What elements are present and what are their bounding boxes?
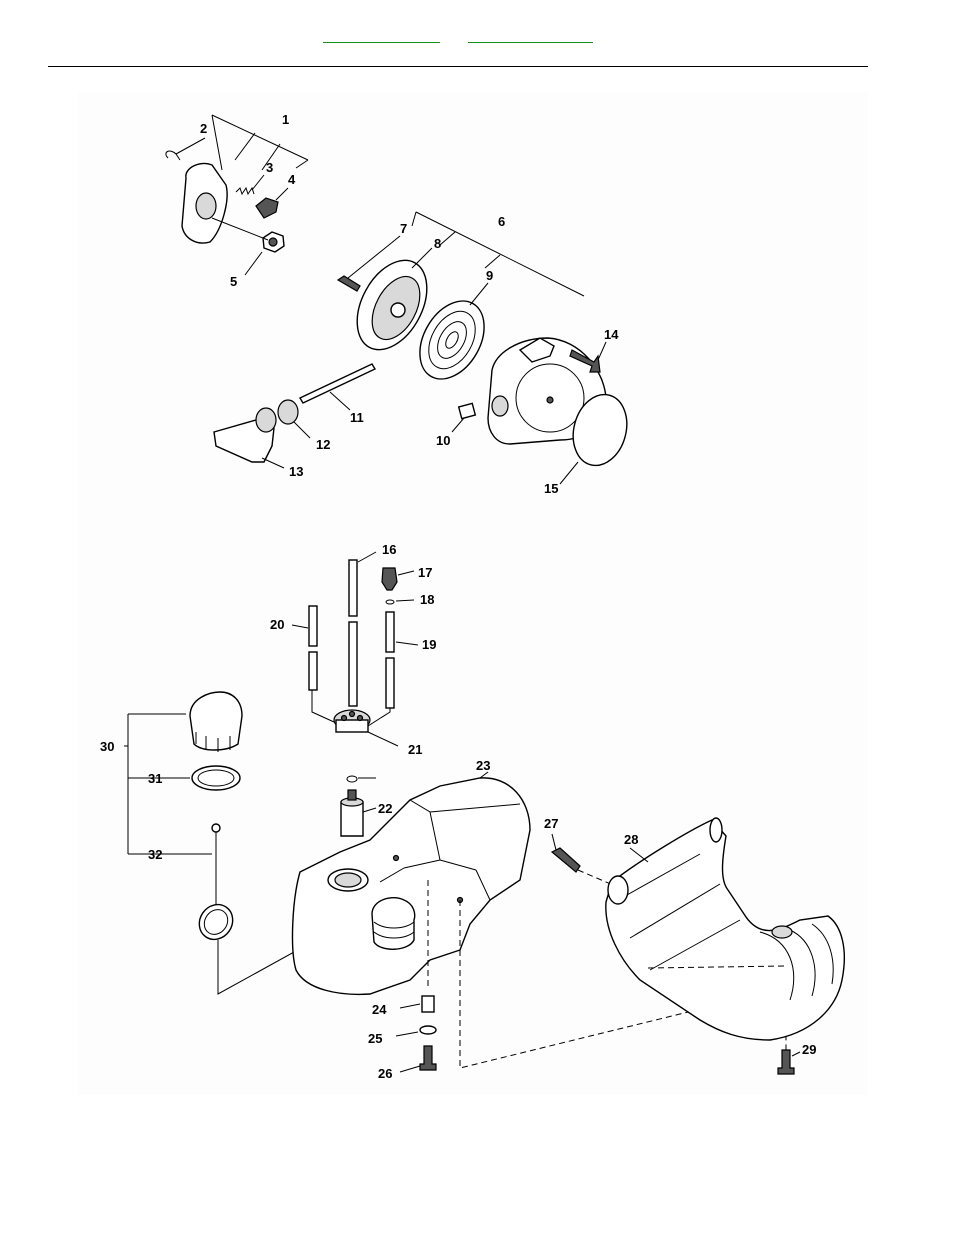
fuel-tube-20-lower (309, 652, 317, 690)
grommet-21-body (336, 720, 368, 732)
handle-28-clamp (608, 876, 628, 904)
screw-26 (420, 1046, 436, 1070)
callout-9: 9 (486, 268, 493, 283)
nut-5-hole (269, 238, 277, 246)
callout-29: 29 (802, 1042, 816, 1057)
callout-3-leader (252, 175, 264, 190)
strap-32-ring (193, 898, 240, 946)
fuel-cap-30 (190, 692, 242, 750)
callout-1-bracket (212, 115, 308, 170)
callout-20: 20 (270, 617, 284, 632)
callout-7: 7 (400, 221, 407, 236)
handle-28-clamp-top (710, 818, 722, 842)
pawl-4 (256, 198, 278, 218)
callout-26: 26 (378, 1066, 392, 1081)
fuel-filter-17 (382, 568, 397, 590)
callout-17-leader (398, 571, 414, 575)
callout-9-leader (470, 283, 488, 305)
callout-23: 23 (476, 758, 490, 773)
bolt-27 (552, 848, 580, 872)
callout-28-leader (630, 848, 648, 862)
callout-24-leader (400, 1004, 420, 1008)
fuel-tube-19-lower (386, 658, 394, 708)
clip-2 (166, 151, 180, 160)
fuel-tank-23 (293, 778, 530, 994)
callout-13: 13 (289, 464, 303, 479)
callout-30: 30 (100, 739, 114, 754)
callout-8-leader (412, 248, 432, 268)
callout-27: 27 (544, 816, 558, 831)
nut-10 (459, 403, 476, 418)
starter-housing-center (547, 397, 553, 403)
callout-18a-leader (396, 600, 414, 601)
o-ring-18-upper (386, 600, 394, 604)
starter-handle-13-grip (256, 408, 276, 432)
callout-20-leader (292, 625, 308, 628)
callout-10-leader (452, 418, 464, 432)
callout-28: 28 (624, 832, 638, 847)
callout-29-leader (792, 1052, 800, 1056)
callout-8: 8 (434, 236, 441, 251)
starter-assembly: 1 2 3 4 5 6 7 8 9 10 11 12 13 14 15 (166, 112, 635, 496)
fuel-filter-22 (341, 802, 363, 836)
callout-16: 16 (382, 542, 396, 557)
callout-19: 19 (422, 637, 436, 652)
callout-12-leader (294, 422, 310, 438)
callout-16-leader (358, 552, 376, 562)
washer-25 (420, 1026, 436, 1034)
bolt-7 (338, 276, 360, 291)
callout-26-leader (400, 1066, 420, 1072)
callout-11: 11 (350, 410, 364, 425)
o-ring-18-lower (347, 776, 357, 782)
callout-13-leader (262, 458, 284, 468)
callout-18-upper: 18 (420, 592, 434, 607)
callout-15-leader (560, 462, 578, 484)
callout-31: 31 (148, 771, 162, 786)
callout-27-leader (552, 834, 556, 850)
callout-24: 24 (372, 1002, 387, 1017)
callout-22-leader (363, 808, 376, 812)
fuel-tube-20-upper (309, 606, 317, 646)
callout-21-leader (368, 732, 398, 746)
rope-guide-12 (278, 400, 298, 424)
callout-22: 22 (378, 801, 392, 816)
fuel-system-assembly: 16 17 18 19 20 21 22 23 24 25 26 27 28 2… (100, 542, 844, 1081)
fuel-tube-16-lower (349, 622, 357, 706)
spring-3 (236, 188, 254, 194)
callout-11-leader (330, 392, 350, 410)
callout-21: 21 (408, 742, 422, 757)
starter-reel-8-hub (391, 303, 405, 317)
starter-pulley-hub (196, 193, 216, 219)
strap-32-top (212, 824, 220, 832)
callout-2-leader (176, 138, 205, 154)
callout-2: 2 (200, 121, 207, 136)
callout-4: 4 (288, 172, 296, 187)
fuel-tube-19-upper (386, 612, 394, 652)
spacer-24 (422, 996, 434, 1012)
callout-5: 5 (230, 274, 237, 289)
fuel-tank-outlet (372, 898, 415, 950)
fuel-filter-22-nipple (348, 790, 356, 800)
callout-1: 1 (282, 112, 289, 127)
callout-32: 32 (148, 847, 162, 862)
handle-28 (606, 820, 844, 1040)
callout-4-leader (276, 188, 288, 200)
callout-19-leader (396, 642, 418, 645)
handle-28-boss (772, 926, 792, 938)
callout-10: 10 (436, 433, 450, 448)
callout-14-leader (598, 342, 606, 360)
callout-12: 12 (316, 437, 330, 452)
screw-29 (778, 1050, 794, 1074)
callout-15: 15 (544, 481, 558, 496)
callout-25-leader (396, 1032, 418, 1036)
starter-housing-rope-hole (492, 396, 508, 416)
starter-rope-11 (300, 364, 375, 403)
callout-6: 6 (498, 214, 505, 229)
callout-3: 3 (266, 160, 273, 175)
fuel-tube-16-upper (349, 560, 357, 616)
callout-14: 14 (604, 327, 619, 342)
callout-17: 17 (418, 565, 432, 580)
callout-25: 25 (368, 1031, 382, 1046)
